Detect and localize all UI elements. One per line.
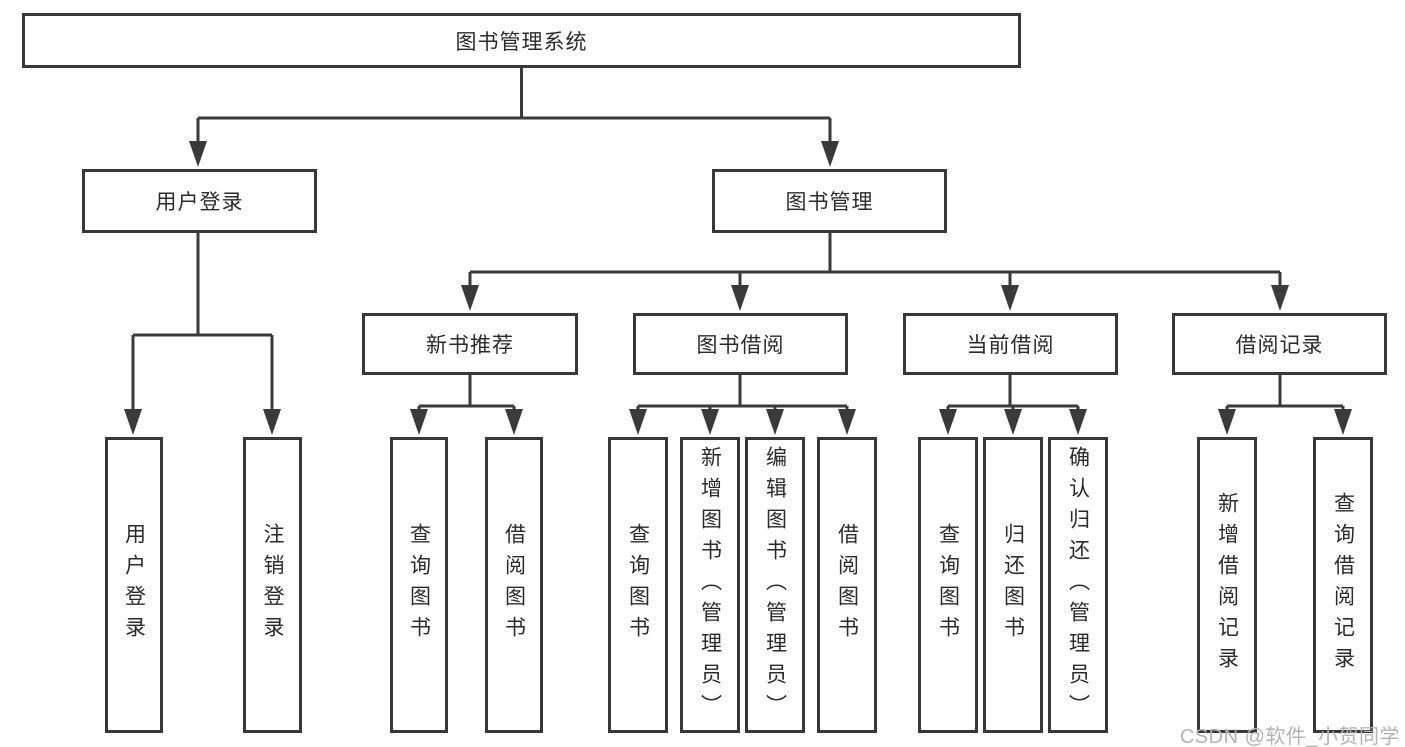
node-borrow-records-label: 借阅记录 <box>1235 334 1324 357</box>
node-user-login-leaf: 用户登录 <box>105 437 163 733</box>
node-bb-edit-books-admin-label: 编辑图书（管理员） <box>763 445 787 725</box>
node-logout: 注销登录 <box>243 437 302 733</box>
node-current-borrow-label: 当前借阅 <box>966 334 1055 357</box>
node-new-book-recommend: 新书推荐 <box>362 313 578 375</box>
node-library-system: 图书管理系统 <box>22 13 1021 68</box>
node-cb-confirm-return-admin-label: 确认归还（管理员） <box>1066 445 1090 725</box>
node-bb-query-books: 查询图书 <box>608 437 668 733</box>
node-user-login: 用户登录 <box>82 169 317 233</box>
node-br-query-record: 查询借阅记录 <box>1313 437 1373 733</box>
node-bb-borrow-books: 借阅图书 <box>817 437 877 733</box>
node-new-book-recommend-label: 新书推荐 <box>426 334 514 357</box>
node-cb-query-books: 查询图书 <box>918 437 978 733</box>
node-bb-add-books-admin-label: 新增图书（管理员） <box>698 445 722 725</box>
node-book-borrow: 图书借阅 <box>633 313 848 375</box>
node-borrow-records: 借阅记录 <box>1172 313 1387 375</box>
node-cb-return-books-label: 归还图书 <box>1001 523 1025 647</box>
node-bb-edit-books-admin: 编辑图书（管理员） <box>745 437 805 733</box>
node-book-borrow-label: 图书借阅 <box>696 334 785 357</box>
node-current-borrow: 当前借阅 <box>903 313 1118 375</box>
node-user-login-leaf-label: 用户登录 <box>122 523 146 647</box>
node-br-add-record: 新增借阅记录 <box>1197 437 1257 733</box>
node-nb-borrow-books: 借阅图书 <box>485 437 543 733</box>
node-book-management: 图书管理 <box>712 169 947 233</box>
node-bb-query-books-label: 查询图书 <box>626 523 650 647</box>
node-nb-query-books-label: 查询图书 <box>407 523 431 647</box>
node-bb-borrow-books-label: 借阅图书 <box>835 523 859 647</box>
node-book-management-label: 图书管理 <box>785 191 874 214</box>
node-library-system-label: 图书管理系统 <box>455 30 588 54</box>
node-br-query-record-label: 查询借阅记录 <box>1331 492 1355 678</box>
node-cb-return-books: 归还图书 <box>983 437 1043 733</box>
node-cb-confirm-return-admin: 确认归还（管理员） <box>1048 437 1108 733</box>
node-bb-add-books-admin: 新增图书（管理员） <box>680 437 740 733</box>
node-user-login-label: 用户登录 <box>155 191 244 214</box>
node-nb-query-books: 查询图书 <box>390 437 448 733</box>
csdn-watermark: CSDN @软件_小贺同学 <box>1179 726 1400 747</box>
node-br-add-record-label: 新增借阅记录 <box>1215 492 1239 678</box>
node-nb-borrow-books-label: 借阅图书 <box>502 523 526 647</box>
node-logout-label: 注销登录 <box>261 523 284 647</box>
node-cb-query-books-label: 查询图书 <box>936 523 960 647</box>
